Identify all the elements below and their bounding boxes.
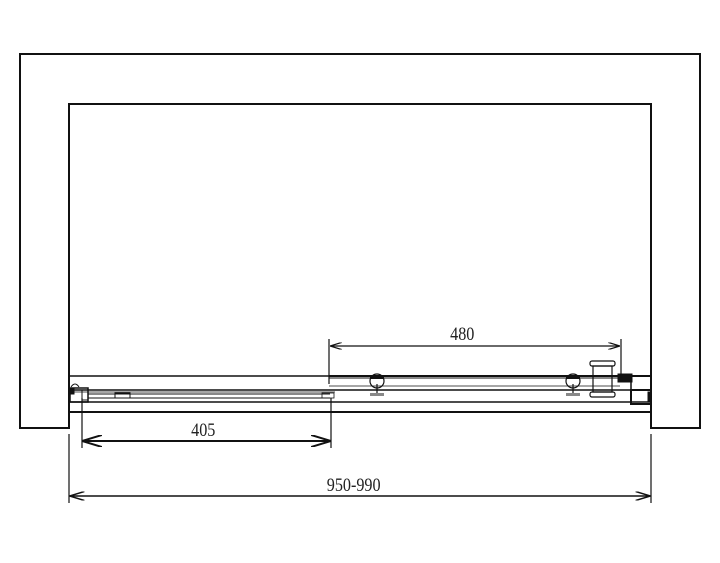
dimension-label-405: 405 xyxy=(191,420,216,441)
wall-profile-right xyxy=(617,373,652,405)
sliding-door-glass xyxy=(88,392,335,399)
roller-left-icon xyxy=(369,373,385,396)
handle-knob-icon xyxy=(589,360,616,398)
dimension-405 xyxy=(81,398,332,448)
roller-right-icon xyxy=(565,373,581,396)
dimension-label-480: 480 xyxy=(450,324,475,345)
dimension-label-950-990: 950-990 xyxy=(326,475,381,496)
wall-profile-left xyxy=(69,383,89,403)
wall-outline xyxy=(19,53,701,429)
dimension-480 xyxy=(328,339,622,384)
dimension-950-990 xyxy=(68,434,652,503)
